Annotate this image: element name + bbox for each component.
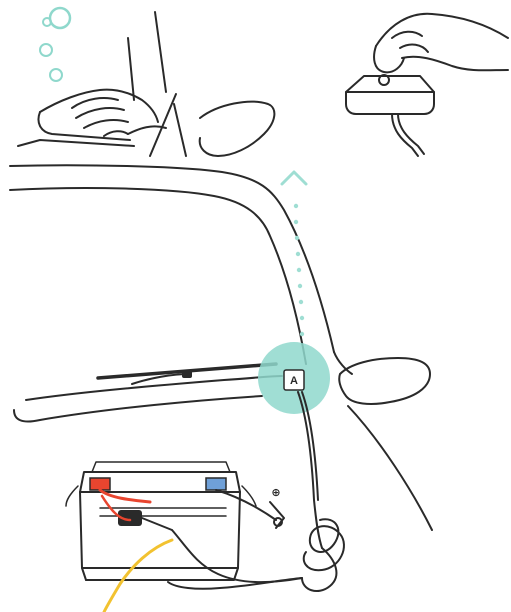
car-roof-line xyxy=(10,165,334,364)
car-side-mirror-icon xyxy=(339,358,430,404)
hand-with-cloth-icon xyxy=(18,12,186,156)
side-mirror-icon xyxy=(200,102,275,156)
ground-bolt-icon: ⊕ xyxy=(270,486,284,528)
mount-panel xyxy=(346,14,508,156)
connection-point-label: A xyxy=(290,375,298,387)
door-line xyxy=(348,406,432,530)
positive-terminal xyxy=(206,478,226,490)
wiper-blade-icon xyxy=(98,364,276,384)
negative-terminal xyxy=(90,478,110,490)
chevron-up-icon xyxy=(282,172,306,184)
bubbles-icon xyxy=(40,8,70,81)
cleaning-panel xyxy=(18,8,274,156)
mount-device-icon xyxy=(346,75,434,156)
car-panel: A xyxy=(10,165,432,591)
hood-line xyxy=(14,376,282,422)
battery-icon xyxy=(80,462,240,580)
positive-terminal-symbol: ⊕ xyxy=(271,486,280,499)
hand-pressing-icon xyxy=(374,14,508,73)
connection-highlight: A xyxy=(258,342,330,414)
